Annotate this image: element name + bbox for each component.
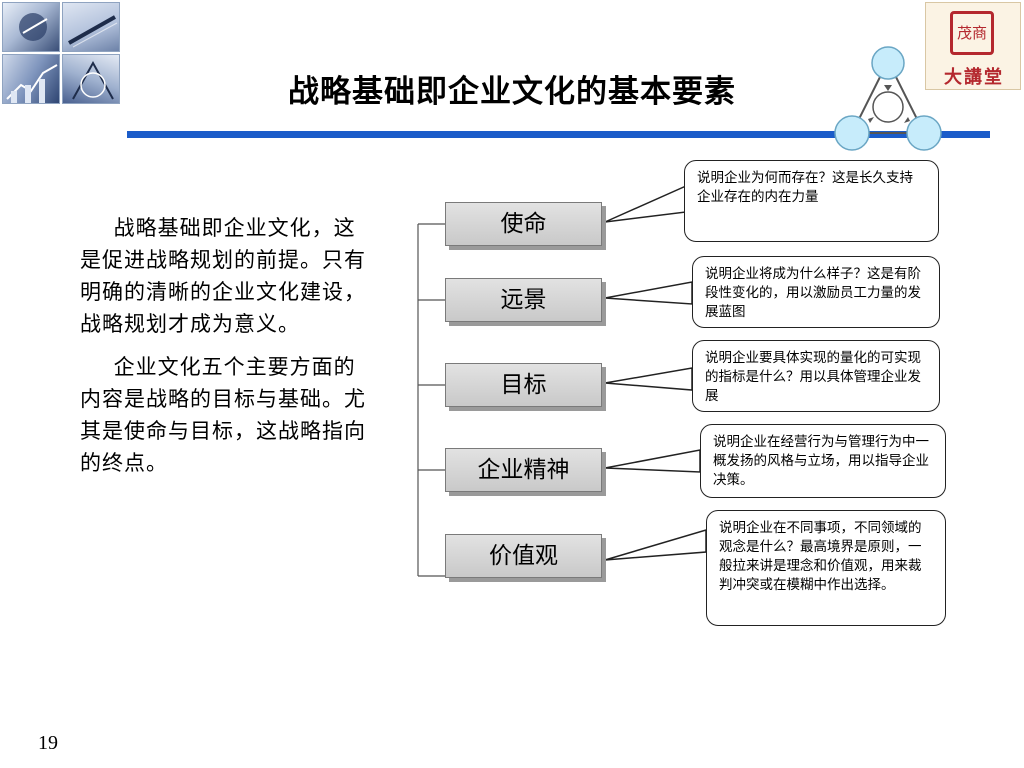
cycle-triangle-icon [834,46,942,151]
callout-vision: 说明企业将成为什么样子？这是有阶段性变化的，用以激励员工力量的发展蓝图 [692,256,940,328]
photo-tile-chart [2,54,60,104]
photo-tile-compass [62,54,120,104]
photo-tile-globe [2,2,60,52]
element-node-vision: 远景 [445,278,602,322]
element-node-values: 价值观 [445,534,602,578]
logo-text: 大講堂 [944,67,1004,88]
callout-values: 说明企业在不同事项，不同领域的观念是什么？最高境界是原则，一般拉来讲是理念和价值… [706,510,946,626]
logo-seal-icon: 茂商 [950,11,994,55]
intro-paragraph: 战略基础即企业文化，这是促进战略规划的前提。只有明确的清晰的企业文化建设，战略规… [80,216,366,336]
element-node-mission: 使命 [445,202,602,246]
callout-goal: 说明企业要具体实现的量化的可实现的指标是什么？用以具体管理企业发展 [692,340,940,412]
brand-logo: 茂商 大講堂 [925,2,1021,90]
element-node-spirit: 企业精神 [445,448,602,492]
photo-tile-pen [62,2,120,52]
header-photo-collage [0,0,120,105]
intro-text: 战略基础即企业文化，这是促进战略规划的前提。只有明确的清晰的企业文化建设，战略规… [80,212,370,490]
title-underline [127,131,990,138]
intro-paragraph: 企业文化五个主要方面的内容是战略的目标与基础。尤其是使命与目标，这战略指向的终点… [80,355,366,475]
page-number: 19 [38,732,58,754]
element-node-goal: 目标 [445,363,602,407]
page-title: 战略基础即企业文化的基本要素 [288,74,736,110]
callout-mission: 说明企业为何而存在？这是长久支持企业存在的内在力量 [684,160,939,242]
callout-spirit: 说明企业在经营行为与管理行为中一概发扬的风格与立场，用以指导企业决策。 [700,424,946,498]
